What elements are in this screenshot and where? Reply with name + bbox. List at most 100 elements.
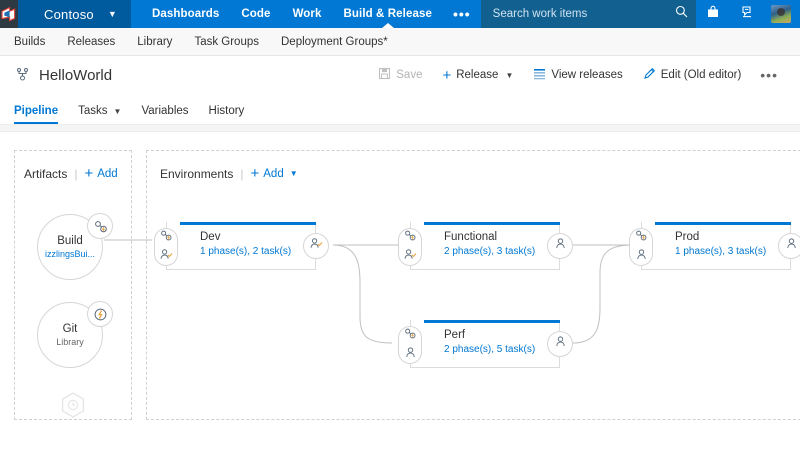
scheduled-trigger-hexagon-icon: [58, 390, 88, 425]
subnav-item-task-groups[interactable]: Task Groups: [194, 35, 259, 48]
nav-overflow-button[interactable]: •••: [452, 6, 471, 22]
add-artifact-button[interactable]: + Add: [84, 166, 117, 181]
pencil-icon: [643, 67, 656, 83]
environment-node-functional[interactable]: Functional 2 phase(s), 3 task(s): [398, 222, 573, 270]
page-title: HelloWorld: [39, 66, 113, 84]
pre-deployment-trigger-icon: [634, 229, 648, 247]
post-deployment-conditions-button[interactable]: [778, 233, 800, 259]
tab-variables-label: Variables: [141, 105, 189, 117]
chevron-down-icon: ▼: [107, 9, 117, 19]
user-avatar: [770, 5, 791, 23]
release-label: Release: [456, 69, 499, 81]
marketplace-bag-icon: [706, 5, 720, 24]
pre-deployment-trigger-icon: [403, 327, 417, 345]
artifact-name: Git: [62, 323, 78, 335]
artifacts-panel-title: Artifacts | + Add: [24, 166, 118, 181]
subnav-item-releases[interactable]: Releases: [67, 35, 116, 48]
environment-summary[interactable]: 1 phase(s), 2 task(s): [200, 246, 292, 257]
add-environment-button[interactable]: + Add ▼: [251, 166, 298, 181]
artifact-name: Build: [57, 235, 83, 247]
post-deployment-approval-icon: [785, 237, 798, 255]
subnav-item-builds[interactable]: Builds: [14, 35, 46, 48]
tab-variables[interactable]: Variables: [141, 105, 188, 124]
view-releases-label: View releases: [551, 69, 623, 81]
tab-tasks-label: Tasks: [78, 105, 108, 117]
page-toolbar: Save + Release ▼ View releases: [369, 64, 786, 86]
subnav-item-deployment-groups[interactable]: Deployment Groups*: [281, 35, 388, 48]
environment-summary[interactable]: 2 phase(s), 5 task(s): [444, 344, 536, 355]
toolbar-overflow-button[interactable]: •••: [760, 67, 778, 83]
primary-navigation: Dashboards Code Work Build & Release •••: [131, 0, 481, 28]
edit-old-editor-label: Edit (Old editor): [660, 69, 742, 81]
release-button[interactable]: + Release ▼: [433, 65, 522, 86]
environment-name: Dev: [200, 231, 221, 243]
pre-deployment-approval-icon: [403, 248, 417, 266]
add-artifact-label: Add: [97, 167, 118, 180]
pre-deployment-conditions-button[interactable]: [154, 228, 178, 266]
nav-item-code[interactable]: Code: [241, 8, 271, 20]
pre-deployment-conditions-button[interactable]: [398, 326, 422, 364]
user-profile-button[interactable]: [764, 0, 798, 28]
view-releases-button[interactable]: View releases: [524, 65, 631, 86]
scheduled-trigger-slot[interactable]: [52, 388, 94, 426]
plus-icon: +: [250, 165, 260, 182]
edit-old-editor-button[interactable]: Edit (Old editor): [634, 64, 751, 86]
environments-panel: [146, 150, 800, 420]
environment-status-bar: [655, 222, 791, 225]
search-input[interactable]: Search work items: [480, 0, 696, 28]
azure-devops-logo-icon: [0, 6, 18, 22]
title-row: HelloWorld Save + Release ▼: [14, 56, 786, 94]
subnav-item-library[interactable]: Library: [137, 35, 173, 48]
save-button[interactable]: Save: [369, 64, 431, 86]
pre-deployment-conditions-button[interactable]: [398, 228, 422, 266]
artifact-source: Library: [56, 337, 84, 347]
global-top-bar: Contoso ▼ Dashboards Code Work Build & R…: [0, 0, 800, 28]
environment-summary[interactable]: 2 phase(s), 3 task(s): [444, 246, 536, 257]
page-header: HelloWorld Save + Release ▼: [0, 56, 800, 124]
pipeline-canvas: Artifacts | + Add Build izzlingsBui... G…: [0, 132, 800, 467]
post-deployment-conditions-button[interactable]: [547, 233, 573, 259]
post-deployment-conditions-button[interactable]: [547, 331, 573, 357]
artifact-node-build[interactable]: Build izzlingsBui...: [37, 213, 117, 286]
pre-deployment-trigger-icon: [159, 229, 173, 247]
environment-text: Perf 2 phase(s), 5 task(s): [444, 328, 535, 357]
post-deployment-conditions-button[interactable]: [303, 233, 329, 259]
environment-node-prod[interactable]: Prod 1 phase(s), 3 task(s): [629, 222, 800, 270]
search-placeholder: Search work items: [492, 8, 588, 20]
environment-status-bar: [424, 320, 560, 323]
environment-node-dev[interactable]: Dev 1 phase(s), 2 task(s): [154, 222, 329, 270]
pre-deployment-approval-icon: [404, 346, 417, 364]
tab-tasks[interactable]: Tasks ▼: [78, 105, 121, 124]
tab-pipeline-label: Pipeline: [14, 105, 59, 117]
tab-history-label: History: [208, 105, 245, 117]
artifacts-title-label: Artifacts: [24, 166, 68, 181]
environment-name: Functional: [444, 231, 498, 243]
environment-text: Dev 1 phase(s), 2 task(s): [200, 230, 291, 259]
title-separator: |: [74, 166, 78, 181]
search-icon: [675, 5, 688, 23]
nav-item-dashboards[interactable]: Dashboards: [151, 8, 220, 20]
artifact-source: izzlingsBui...: [44, 249, 96, 259]
environment-text: Prod 1 phase(s), 3 task(s): [675, 230, 766, 259]
nav-item-work[interactable]: Work: [292, 8, 322, 20]
environment-summary[interactable]: 1 phase(s), 3 task(s): [675, 246, 767, 257]
tab-history[interactable]: History: [209, 105, 245, 124]
marketplace-button[interactable]: [696, 0, 730, 28]
artifacts-panel: [14, 150, 132, 420]
organization-selector[interactable]: Contoso ▼: [18, 0, 131, 28]
artifact-node-git[interactable]: Git Library: [37, 301, 117, 374]
add-environment-label: Add: [263, 167, 284, 180]
environment-node-perf[interactable]: Perf 2 phase(s), 5 task(s): [398, 320, 573, 368]
environment-name: Prod: [675, 231, 700, 243]
pre-deployment-conditions-button[interactable]: [629, 228, 653, 266]
team-rooms-button[interactable]: [730, 0, 764, 28]
azure-devops-logo-button[interactable]: [0, 0, 18, 28]
pre-deployment-approval-icon: [635, 248, 648, 266]
tab-pipeline[interactable]: Pipeline: [14, 105, 59, 124]
header-divider-band: [0, 124, 800, 132]
nav-item-build-and-release[interactable]: Build & Release: [333, 0, 443, 28]
list-icon: [533, 68, 546, 83]
pre-deployment-trigger-icon: [403, 229, 417, 247]
continuous-deployment-trigger-icon[interactable]: [87, 213, 113, 239]
continuous-deployment-trigger-icon[interactable]: [87, 301, 113, 327]
